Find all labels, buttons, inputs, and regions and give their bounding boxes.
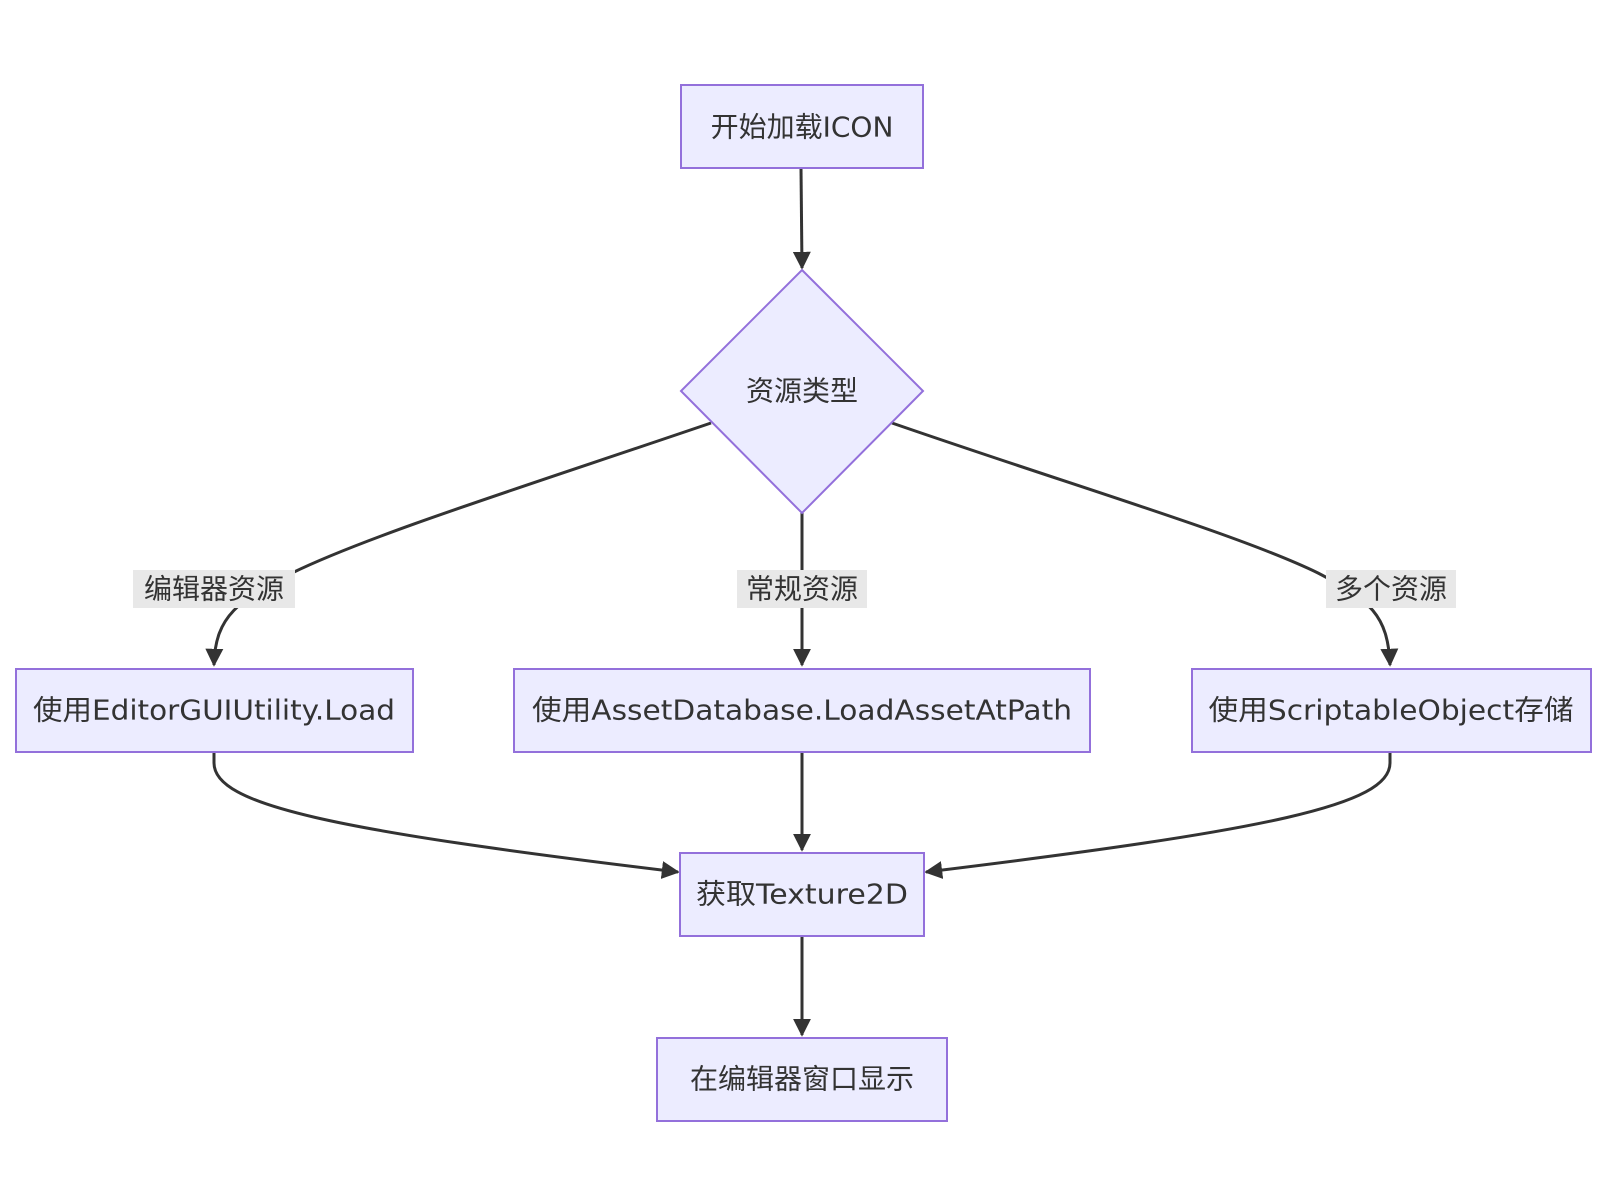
node-display-label: 在编辑器窗口显示 — [690, 1063, 914, 1096]
edges — [205, 167, 1399, 1037]
edge-label-regular: 常规资源 — [737, 570, 867, 608]
node-start: 开始加载ICON — [680, 84, 924, 169]
node-decision-label: 资源类型 — [746, 375, 858, 408]
node-asset-load-label: 使用AssetDatabase.LoadAssetAtPath — [532, 694, 1072, 727]
node-scriptable-store-box — [1191, 668, 1592, 753]
node-display-box — [656, 1037, 948, 1122]
node-get-texture-label: 获取Texture2D — [696, 878, 908, 911]
node-scriptable-store-label: 使用ScriptableObject存储 — [1209, 694, 1574, 727]
node-get-texture-box — [679, 852, 925, 937]
node-scriptable-store: 使用ScriptableObject存储 — [1191, 668, 1592, 753]
edge-label-regular-bg — [737, 570, 867, 608]
node-start-box — [680, 84, 924, 169]
edge-label-multiple-text: 多个资源 — [1335, 573, 1447, 606]
edge-label-multiple-bg — [1326, 570, 1456, 608]
edge-editor-load-to-get-texture — [212, 751, 680, 879]
node-get-texture: 获取Texture2D — [679, 852, 925, 937]
node-asset-load-box — [513, 668, 1091, 753]
node-editor-load: 使用EditorGUIUtility.Load — [15, 668, 414, 753]
edge-label-editor-text: 编辑器资源 — [144, 573, 284, 606]
edge-scriptable-store-to-get-texture — [924, 751, 1392, 879]
edge-label-multiple: 多个资源 — [1326, 570, 1456, 608]
node-decision: 资源类型 — [679, 268, 925, 515]
node-start-label: 开始加载ICON — [711, 111, 894, 144]
edge-decision-to-editor-load — [205, 421, 712, 667]
edge-decision-to-scriptable-store — [891, 421, 1399, 667]
node-decision-diamond — [679, 268, 925, 515]
edge-start-to-decision — [792, 167, 811, 270]
node-display: 在编辑器窗口显示 — [656, 1037, 948, 1122]
edge-label-editor: 编辑器资源 — [133, 570, 295, 608]
node-editor-load-box — [15, 668, 414, 753]
node-editor-load-label: 使用EditorGUIUtility.Load — [33, 694, 395, 727]
node-asset-load: 使用AssetDatabase.LoadAssetAtPath — [513, 668, 1091, 753]
edge-label-editor-bg — [133, 570, 295, 608]
edge-label-regular-text: 常规资源 — [746, 573, 858, 606]
